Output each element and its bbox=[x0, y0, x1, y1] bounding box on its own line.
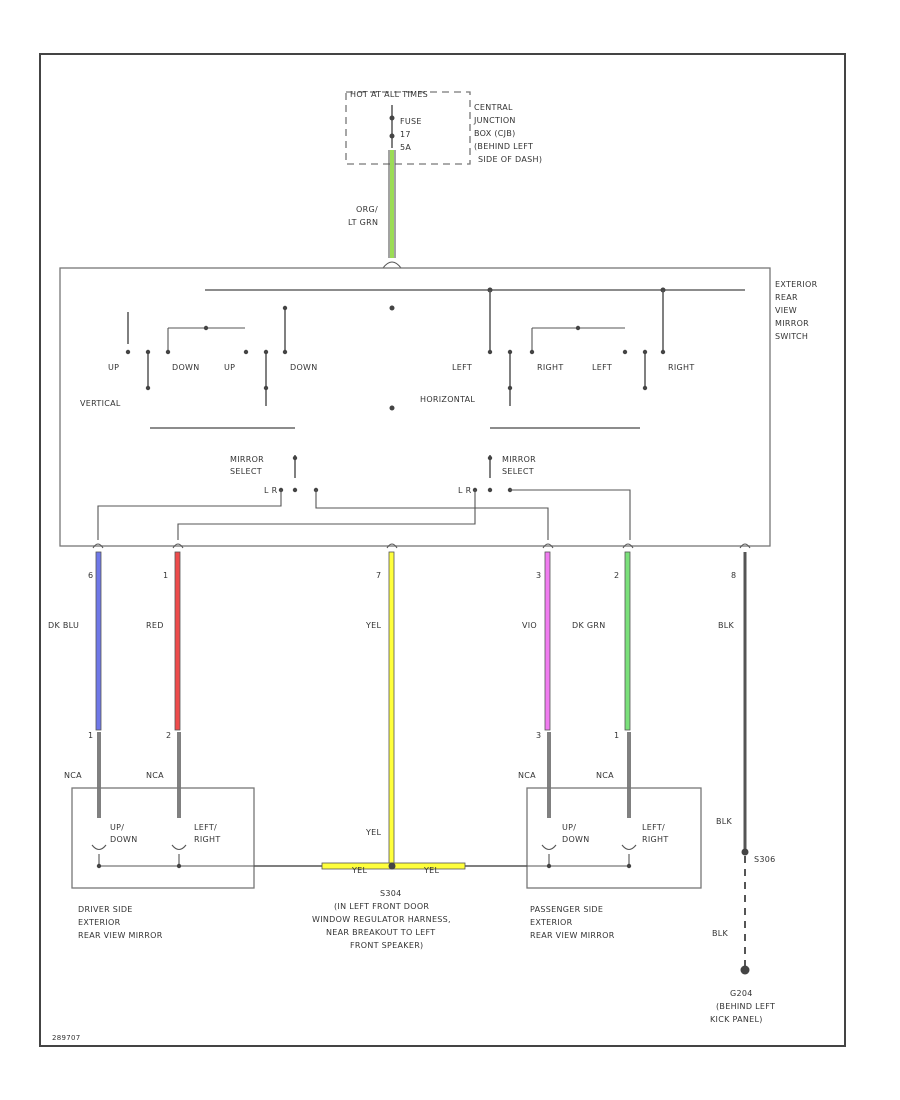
switch-name: MIRROR bbox=[775, 319, 809, 328]
yel-mid-label: YEL bbox=[365, 828, 382, 837]
driver-leftright-motor-label: RIGHT bbox=[194, 835, 221, 844]
driver-leftright-motor-label: LEFT/ bbox=[194, 823, 217, 832]
splice-s306-label: S306 bbox=[754, 855, 776, 864]
mirror-pin-number: 1 bbox=[614, 731, 619, 740]
wire-vio bbox=[544, 551, 551, 731]
ground-g204 bbox=[740, 965, 750, 975]
fuse-terminal bbox=[389, 133, 395, 139]
nca-label: NCA bbox=[518, 771, 536, 780]
switch-up-label: UP bbox=[224, 363, 235, 372]
splice-caption: FRONT SPEAKER) bbox=[350, 941, 423, 950]
driver-updown-motor-label: UP/ bbox=[110, 823, 124, 832]
vertical-section-label: VERTICAL bbox=[80, 399, 121, 408]
pin-number: 1 bbox=[163, 571, 168, 580]
splice-caption: (IN LEFT FRONT DOOR bbox=[334, 902, 429, 911]
mirror-select-label: MIRROR bbox=[502, 455, 536, 464]
driver-mirror-caption: DRIVER SIDE bbox=[78, 905, 133, 914]
mirror-pin-number: 2 bbox=[166, 731, 171, 740]
junction-box-location: SIDE OF DASH) bbox=[478, 155, 542, 164]
switch-right-label: RIGHT bbox=[668, 363, 695, 372]
wire-dk-blu bbox=[95, 551, 102, 731]
switch-left-label: LEFT bbox=[592, 363, 612, 372]
splice-caption: S304 bbox=[380, 889, 402, 898]
feed-wire-color-label: LT GRN bbox=[348, 218, 378, 227]
ground-caption: KICK PANEL) bbox=[710, 1015, 763, 1024]
yel-splice-label: YEL bbox=[351, 866, 368, 875]
switch-name: REAR bbox=[775, 293, 798, 302]
wire-red bbox=[174, 551, 181, 731]
hot-at-all-times-label: HOT AT ALL TIMES bbox=[350, 90, 428, 99]
central-junction-box-outline bbox=[345, 91, 471, 165]
ground-caption: (BEHIND LEFT bbox=[716, 1002, 775, 1011]
mirror-select-label: SELECT bbox=[502, 467, 534, 476]
pin-number: 8 bbox=[731, 571, 736, 580]
passenger-updown-motor-label: DOWN bbox=[562, 835, 590, 844]
fuse-rating: 5A bbox=[400, 143, 411, 152]
wire-yel bbox=[388, 551, 395, 865]
ground-caption: G204 bbox=[730, 989, 753, 998]
wire-color-label: DK BLU bbox=[48, 621, 79, 630]
feed-wire-color-label: ORG/ bbox=[356, 205, 378, 214]
nca-label: NCA bbox=[596, 771, 614, 780]
splice-caption: NEAR BREAKOUT TO LEFT bbox=[326, 928, 435, 937]
mirror-pin-number: 3 bbox=[536, 731, 541, 740]
figure-id: 289707 bbox=[52, 1034, 81, 1042]
passenger-mirror-caption: EXTERIOR bbox=[530, 918, 573, 927]
wire-color-label: DK GRN bbox=[572, 621, 606, 630]
blk-wire-label: BLK bbox=[716, 817, 733, 826]
driver-side-mirror-box bbox=[71, 787, 255, 889]
horizontal-section-label: HORIZONTAL bbox=[420, 395, 475, 404]
switch-left-label: LEFT bbox=[452, 363, 472, 372]
fuse-label: FUSE bbox=[400, 117, 422, 126]
driver-mirror-caption: REAR VIEW MIRROR bbox=[78, 931, 163, 940]
splice-caption: WINDOW REGULATOR HARNESS, bbox=[312, 915, 451, 924]
junction-box-label: JUNCTION bbox=[473, 116, 516, 125]
diagram-frame bbox=[39, 53, 846, 1047]
passenger-side-mirror-box bbox=[526, 787, 702, 889]
mirror-pin-number: 1 bbox=[88, 731, 93, 740]
driver-mirror-caption: EXTERIOR bbox=[78, 918, 121, 927]
wire-color-label: YEL bbox=[365, 621, 382, 630]
splice-s304-dot bbox=[388, 862, 396, 870]
switch-name: SWITCH bbox=[775, 332, 808, 341]
junction-box-location: (BEHIND LEFT bbox=[474, 142, 533, 151]
wire-color-label: VIO bbox=[522, 621, 537, 630]
wire-color-label: RED bbox=[146, 621, 164, 630]
junction-box-label: BOX (CJB) bbox=[474, 129, 516, 138]
switch-right-label: RIGHT bbox=[537, 363, 564, 372]
mirror-select-lr-label: L R bbox=[264, 486, 278, 495]
pin-number: 3 bbox=[536, 571, 541, 580]
nca-label: NCA bbox=[146, 771, 164, 780]
fuse-terminal bbox=[389, 115, 395, 121]
passenger-leftright-motor-label: LEFT/ bbox=[642, 823, 665, 832]
pin-number: 6 bbox=[88, 571, 93, 580]
blk-wire-label: BLK bbox=[712, 929, 729, 938]
passenger-mirror-caption: PASSENGER SIDE bbox=[530, 905, 603, 914]
switch-down-label: DOWN bbox=[172, 363, 200, 372]
passenger-leftright-motor-label: RIGHT bbox=[642, 835, 669, 844]
mirror-select-label: SELECT bbox=[230, 467, 262, 476]
pin-number: 7 bbox=[376, 571, 381, 580]
nca-label: NCA bbox=[64, 771, 82, 780]
switch-input-connector bbox=[382, 261, 402, 269]
splice-s306-dot bbox=[741, 848, 749, 856]
fuse-number: 17 bbox=[400, 130, 411, 139]
switch-name: EXTERIOR bbox=[775, 280, 818, 289]
passenger-mirror-caption: REAR VIEW MIRROR bbox=[530, 931, 615, 940]
mirror-select-lr-label: L R bbox=[458, 486, 472, 495]
driver-updown-motor-label: DOWN bbox=[110, 835, 138, 844]
exterior-rear-view-mirror-switch bbox=[59, 267, 771, 547]
junction-box-label: CENTRAL bbox=[474, 103, 513, 112]
switch-name: VIEW bbox=[775, 306, 797, 315]
passenger-updown-motor-label: UP/ bbox=[562, 823, 576, 832]
mirror-select-label: MIRROR bbox=[230, 455, 264, 464]
pin-number: 2 bbox=[614, 571, 619, 580]
yel-splice-label: YEL bbox=[423, 866, 440, 875]
wire-color-label: BLK bbox=[718, 621, 735, 630]
switch-up-label: UP bbox=[108, 363, 119, 372]
switch-down-label: DOWN bbox=[290, 363, 318, 372]
wire-dk-grn bbox=[624, 551, 631, 731]
